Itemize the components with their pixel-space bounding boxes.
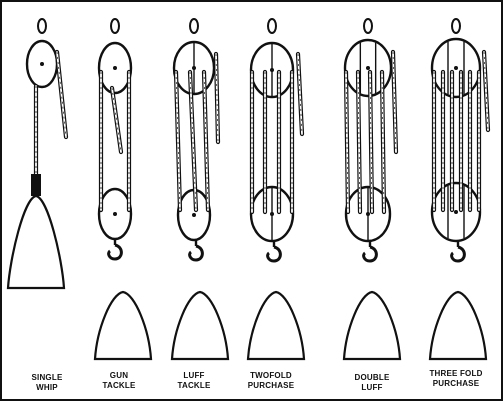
label-luff-tackle-line1: LUFF <box>154 371 234 381</box>
rope-fall <box>57 52 66 137</box>
rope-fall <box>346 72 348 212</box>
label-single-whip-line1: SINGLE <box>7 373 87 383</box>
shackle-icon <box>190 19 198 33</box>
label-single-whip: SINGLE WHIP <box>7 373 87 393</box>
rope-fall <box>484 52 488 130</box>
load-weight <box>8 196 64 288</box>
label-threefold-purchase: THREE FOLD PURCHASE <box>416 369 496 389</box>
rope-splice <box>31 174 41 196</box>
rope-fall <box>216 54 218 142</box>
label-twofold-purchase: TWOFOLD PURCHASE <box>231 371 311 391</box>
load-weight <box>95 292 151 359</box>
load-weight <box>172 292 228 359</box>
upper-block <box>99 43 131 93</box>
label-double-luff: DOUBLE LUFF <box>332 373 412 393</box>
label-luff-tackle-line2: TACKLE <box>154 381 234 391</box>
hook-icon <box>364 241 377 261</box>
rope-fall <box>298 54 302 134</box>
load-weight <box>430 292 486 359</box>
hook-icon <box>452 241 465 261</box>
label-gun-tackle-line2: TACKLE <box>79 381 159 391</box>
label-twofold-purchase-line1: TWOFOLD <box>231 371 311 381</box>
tackle-single-whip <box>8 19 66 288</box>
hook-icon <box>109 239 122 259</box>
tackle-threefold-purchase <box>430 19 488 359</box>
label-double-luff-line2: LUFF <box>332 383 412 393</box>
label-gun-tackle: GUN TACKLE <box>79 371 159 391</box>
rope-fall <box>112 88 121 152</box>
tackle-twofold-purchase <box>248 19 304 359</box>
rope-fall <box>358 72 360 212</box>
rope-fall <box>382 72 384 212</box>
lower-block <box>99 189 131 239</box>
tackle-double-luff <box>344 19 400 359</box>
label-threefold-purchase-line2: PURCHASE <box>416 379 496 389</box>
label-luff-tackle: LUFF TACKLE <box>154 371 234 391</box>
shackle-icon <box>38 19 46 33</box>
label-double-luff-line1: DOUBLE <box>332 373 412 383</box>
label-threefold-purchase-line1: THREE FOLD <box>416 369 496 379</box>
load-weight <box>248 292 304 359</box>
load-weight <box>344 292 400 359</box>
shackle-icon <box>268 19 276 33</box>
shackle-icon <box>364 19 372 33</box>
label-gun-tackle-line1: GUN <box>79 371 159 381</box>
lower-block <box>251 187 293 241</box>
shackle-icon <box>452 19 460 33</box>
rope-fall <box>393 52 396 152</box>
upper-block <box>251 43 293 97</box>
hook-icon <box>268 241 281 261</box>
hook-icon <box>190 240 203 260</box>
tackle-luff-tackle <box>172 19 228 359</box>
upper-block <box>27 41 57 87</box>
rope-fall <box>176 72 180 210</box>
label-twofold-purchase-line2: PURCHASE <box>231 381 311 391</box>
rope-fall <box>204 72 208 210</box>
tackle-gun-tackle <box>95 19 151 359</box>
upper-block <box>174 42 214 94</box>
lower-block <box>432 183 480 241</box>
shackle-icon <box>111 19 119 33</box>
upper-block <box>432 39 480 97</box>
label-single-whip-line2: WHIP <box>7 383 87 393</box>
rope-fall <box>370 72 372 212</box>
